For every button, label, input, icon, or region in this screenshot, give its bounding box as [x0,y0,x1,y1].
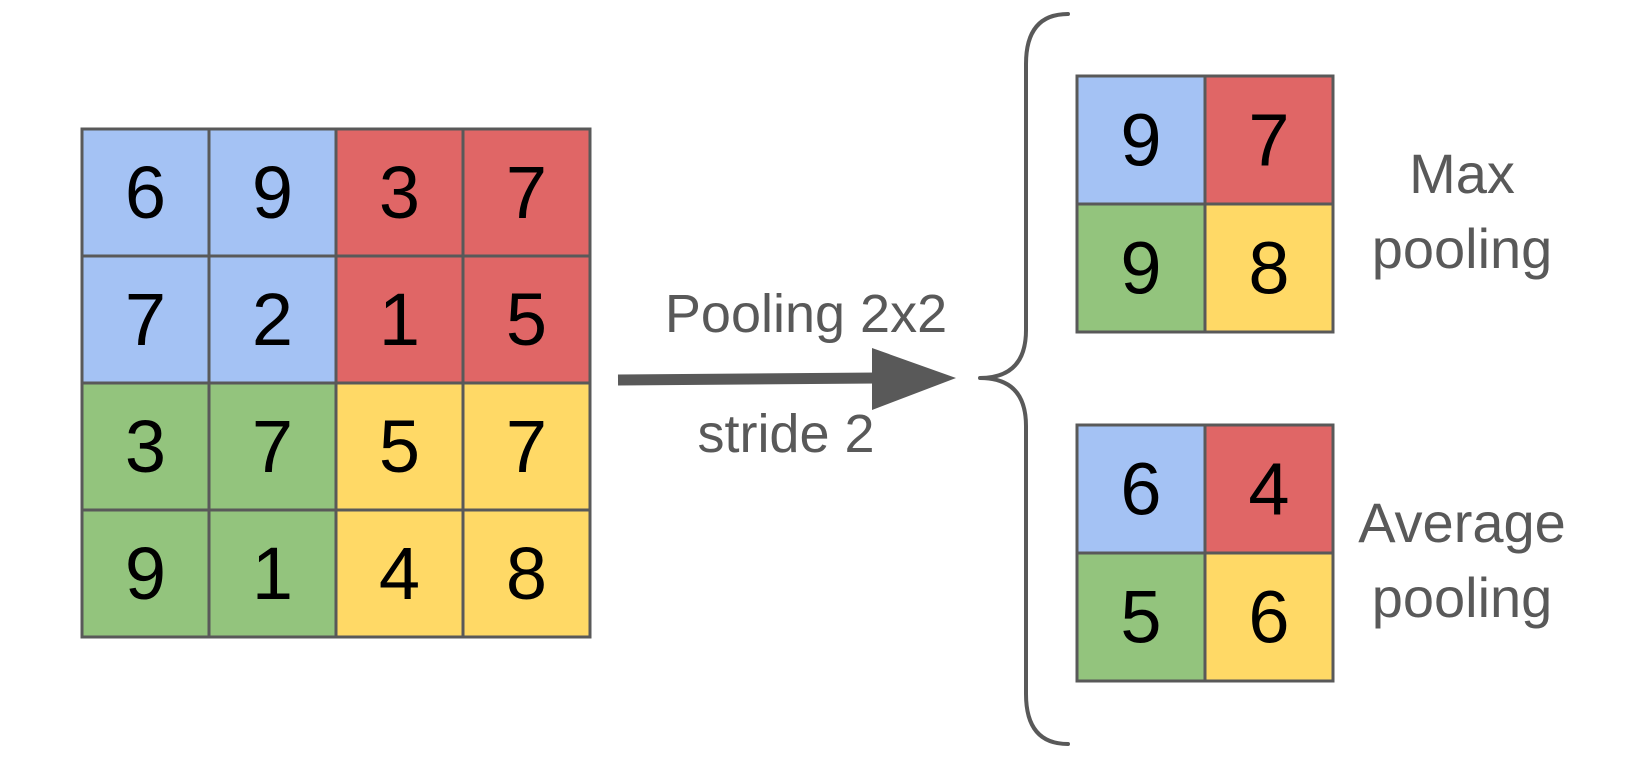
input-grid-cell-value: 2 [252,278,293,361]
max-pooling-cell [1075,202,1207,334]
input-grid-cell [461,508,592,639]
average-pooling-cell [1075,551,1207,683]
input-grid-cell-value: 4 [379,532,420,615]
max-pooling-cell-value: 9 [1120,99,1161,182]
input-grid-cell [80,127,211,258]
max-pooling-cell-value: 8 [1248,227,1289,310]
max-pooling-cell [1075,74,1207,206]
input-grid-cell-value: 1 [379,278,420,361]
input-grid-cell-value: 7 [506,151,547,234]
curly-brace [978,12,1070,746]
input-grid-cell-value: 9 [252,151,293,234]
input-grid-cell [461,381,592,512]
average-pooling-label-line2: pooling [1372,566,1553,629]
input-grid-cell [80,508,211,639]
average-pooling-cell-value: 5 [1120,576,1161,659]
arrow-shaft [617,372,879,386]
average-pooling-label-line1: Average [1358,491,1566,554]
input-grid-cell [207,254,338,385]
input-grid-cell [207,381,338,512]
input-grid-cell [207,127,338,258]
average-pooling-cell-value: 6 [1120,448,1161,531]
average-pooling-cell-value: 6 [1248,576,1289,659]
max-pooling-cell [1203,202,1335,334]
pooling-operation: Pooling 2x2 stride 2 [617,284,956,464]
max-pooling-label-line2: pooling [1372,217,1553,280]
input-grid-cell-value: 3 [125,405,166,488]
average-pooling-grid: 6 4 5 6 [1075,423,1335,683]
max-pooling-grid: 9 7 9 8 [1075,74,1335,334]
input-grid-cell-value: 5 [506,278,547,361]
max-pooling-cell [1203,74,1335,206]
operation-label-line2: stride 2 [697,404,874,464]
input-grid-cell [461,127,592,258]
arrow-head [872,348,956,410]
input-grid-cell-value: 1 [252,532,293,615]
input-grid-cell-value: 5 [379,405,420,488]
average-pooling-cell [1075,423,1207,555]
max-pooling-label-line1: Max [1409,142,1515,205]
operation-label-line1: Pooling 2x2 [665,284,947,344]
input-grid-cell-value: 6 [125,151,166,234]
max-pooling-cell-value: 7 [1248,99,1289,182]
input-grid-cell-value: 8 [506,532,547,615]
input-grid-cell-value: 7 [125,278,166,361]
input-grid-cell-value: 3 [379,151,420,234]
max-pooling-cell-value: 9 [1120,227,1161,310]
input-grid-cell-value: 7 [252,405,293,488]
input-grid-cell [461,254,592,385]
average-pooling-cell [1203,423,1335,555]
average-pooling-cell-value: 4 [1248,448,1289,531]
input-grid: 6 9 3 7 7 2 1 5 3 7 5 7 9 1 4 8 [80,127,592,639]
input-grid-cell-value: 7 [506,405,547,488]
average-pooling-cell [1203,551,1335,683]
input-grid-cell [207,508,338,639]
input-grid-cell-value: 9 [125,532,166,615]
